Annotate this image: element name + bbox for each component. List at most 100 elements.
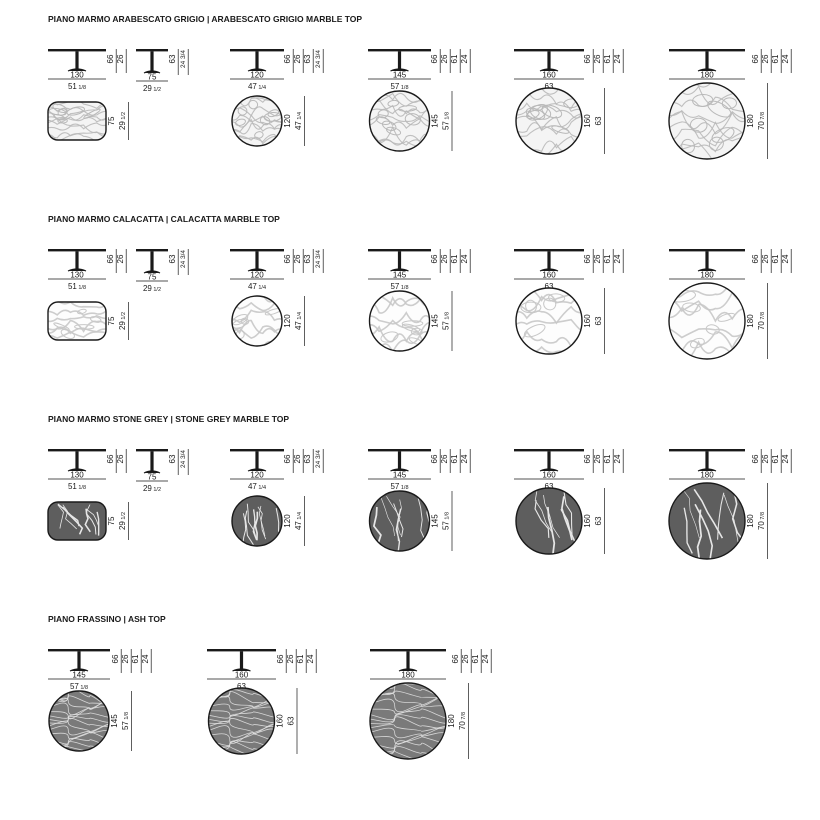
width-cm-label: 145 <box>393 71 407 80</box>
table-top-slab <box>669 49 745 52</box>
height-dim-label: 24 <box>460 454 469 463</box>
height-dim-label: 26 <box>293 454 302 463</box>
height-dim-label: 26 <box>593 54 602 63</box>
plan-inch-label: 63 <box>287 716 296 725</box>
height-dim-label: 63 <box>303 454 312 463</box>
plan-cm-label: 75 <box>107 316 116 325</box>
table-stem <box>406 651 410 670</box>
height-dim-label: 26 <box>761 254 770 263</box>
table-base <box>143 270 161 274</box>
table-stem <box>547 51 551 70</box>
table-stem <box>397 251 402 270</box>
width-cm-label: 180 <box>700 71 714 80</box>
table-base <box>697 68 717 72</box>
table-variant-180: 66266124180707/8180707/8 <box>668 249 792 360</box>
table-stem <box>150 251 154 272</box>
table-top-slab <box>48 249 106 252</box>
table-top-slab <box>669 249 745 252</box>
height-dim-label: 66 <box>106 454 115 463</box>
plan-cm-label: 160 <box>583 114 592 128</box>
table-top-outline <box>231 95 283 147</box>
height-dim-label: 24 3/4 <box>315 50 322 68</box>
table-top-outline <box>515 87 583 155</box>
width-cm-label: 120 <box>250 471 264 480</box>
table-top-outline <box>47 501 107 541</box>
height-dim-label: 66 <box>583 254 592 263</box>
height-dim-label: 24 <box>613 54 622 63</box>
height-dim-label: 24 3/4 <box>315 450 322 468</box>
plan-view-round <box>668 82 746 160</box>
section-title: PIANO MARMO CALACATTA | CALACATTA MARBLE… <box>48 214 280 224</box>
table-top-slab <box>136 249 168 252</box>
table-base <box>390 68 409 72</box>
plan-view-oval <box>47 101 107 141</box>
table-stem <box>150 51 154 72</box>
height-dim-label: 24 3/4 <box>315 250 322 268</box>
width-cm-label: 130 <box>70 71 84 80</box>
plan-cm-label: 160 <box>583 514 592 528</box>
table-stem <box>255 251 259 270</box>
width-cm-label: 75 <box>148 73 157 82</box>
table-base <box>539 68 559 72</box>
height-dim-label: 63 <box>303 54 312 63</box>
height-dim-label: 66 <box>283 454 292 463</box>
width-inch-label: 63 <box>237 682 246 691</box>
height-dim-label: 24 <box>781 54 790 63</box>
table-stem <box>547 251 551 270</box>
table-top-slab <box>48 649 110 652</box>
height-dim-label: 26 <box>440 54 449 63</box>
plan-cm-label: 180 <box>447 714 456 728</box>
width-cm-label: 160 <box>542 71 556 80</box>
table-top-slab <box>514 249 584 252</box>
height-dim-label: 61 <box>603 254 612 263</box>
plan-inch-label: 571/8 <box>442 112 451 130</box>
table-stem <box>705 251 709 270</box>
table-base <box>398 668 418 672</box>
table-top-outline <box>368 90 431 152</box>
height-dim-label: 61 <box>450 54 459 63</box>
table-top-outline <box>515 487 583 555</box>
width-cm-label: 180 <box>401 671 415 680</box>
plan-inch-label: 571/8 <box>442 312 451 330</box>
plan-inch-label: 707/8 <box>458 712 467 730</box>
table-top-slab <box>136 49 168 52</box>
plan-view-round <box>231 95 283 147</box>
plan-inch-label: 291/2 <box>118 112 127 130</box>
plan-inch-label: 707/8 <box>757 512 766 530</box>
height-dim-label: 24 <box>141 654 150 663</box>
plan-inch-label: 471/4 <box>294 312 303 330</box>
height-dim-label: 26 <box>761 454 770 463</box>
height-dim-label: 24 <box>781 454 790 463</box>
height-dim-label: 66 <box>583 54 592 63</box>
width-cm-label: 160 <box>235 671 249 680</box>
table-top-outline <box>231 295 283 347</box>
plan-inch-label: 471/4 <box>294 512 303 530</box>
height-dim-label: 26 <box>461 654 470 663</box>
plan-view-round <box>368 490 431 552</box>
table-base <box>539 268 559 272</box>
height-dim-label: 26 <box>286 654 295 663</box>
height-dim-label: 24 <box>306 654 315 663</box>
width-cm-label: 145 <box>393 471 407 480</box>
marble-veining <box>370 683 446 759</box>
marble-veining <box>48 302 106 340</box>
height-dim-label: 26 <box>293 54 302 63</box>
plan-inch-label: 63 <box>594 516 603 525</box>
plan-inch-label: 291/2 <box>118 512 127 530</box>
table-top-slab <box>207 649 276 652</box>
